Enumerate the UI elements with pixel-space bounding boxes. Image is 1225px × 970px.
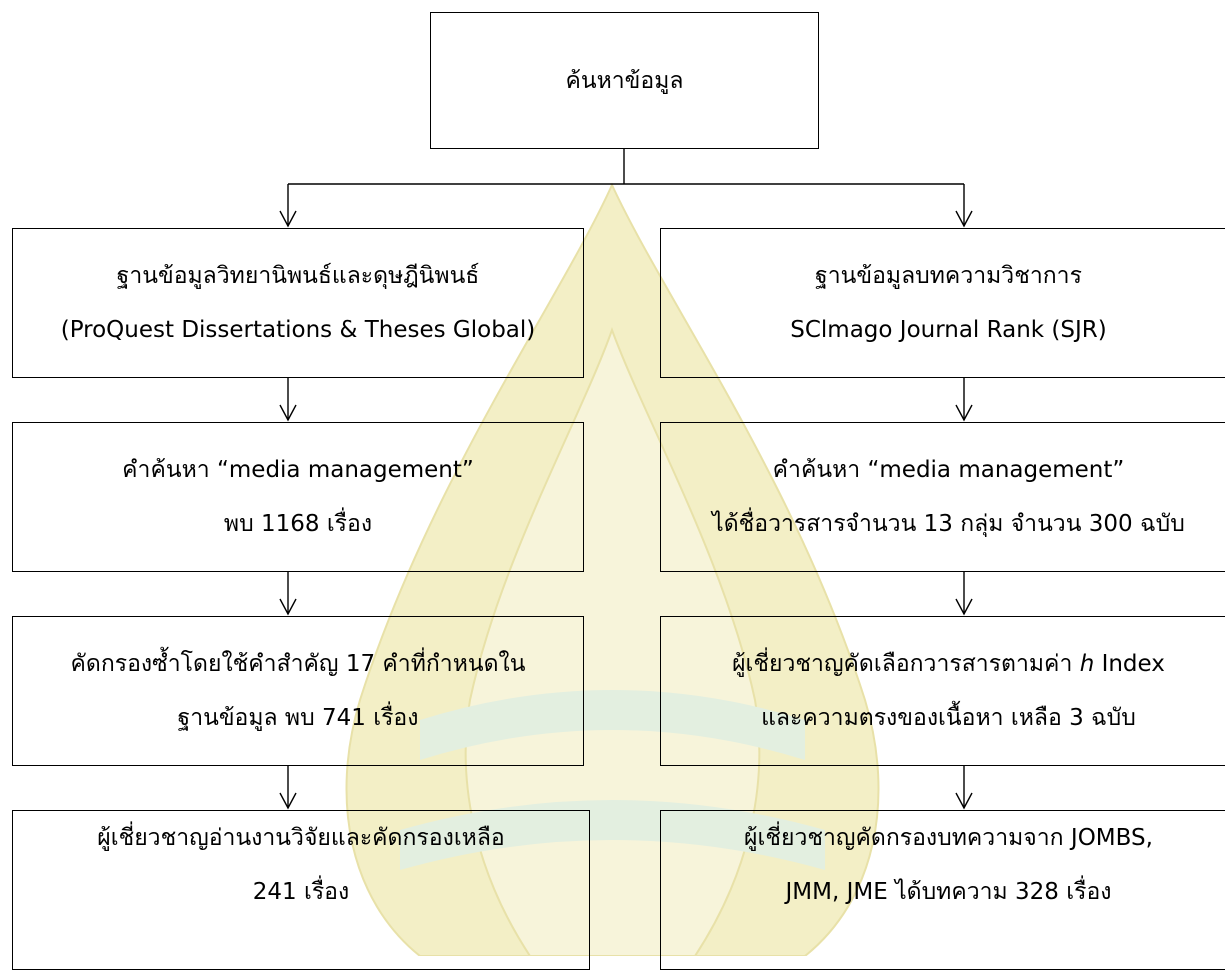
left-box-4: ผู้เชี่ยวชาญอ่านงานวิจัยและคัดกรองเหลือ … [12,810,590,970]
right-box-3: ผู้เชี่ยวชาญคัดเลือกวารสารตามค่า h Index… [660,616,1225,766]
right-box-3-text-b: Index [1094,651,1165,677]
left-box-3-line-1: คัดกรองซ้ำโดยใช้คำสำคัญ 17 คำที่กำหนดใน [70,651,526,677]
left-box-2-line-2: พบ 1168 เรื่อง [223,511,373,537]
arrowhead-left-2 [279,404,297,422]
right-box-4: ผู้เชี่ยวชาญคัดกรองบทความจาก JOMBS, JMM,… [660,810,1225,970]
right-box-3-line-1: ผู้เชี่ยวชาญคัดเลือกวารสารตามค่า h Index [732,637,1165,691]
arrowhead-right-2 [955,404,973,422]
arrowhead-right-1 [955,210,973,228]
arrowhead-right-3 [955,598,973,616]
right-box-4-line-2: JMM, JME ได้บทความ 328 เรื่อง [785,879,1112,905]
arrowhead-left-1 [279,210,297,228]
right-box-2-line-2: ได้ชื่อวารสารจำนวน 13 กลุ่ม จำนวน 300 ฉบ… [712,511,1185,537]
left-box-3: คัดกรองซ้ำโดยใช้คำสำคัญ 17 คำที่กำหนดใน … [12,616,584,766]
left-box-4-line-2: 241 เรื่อง [252,879,350,905]
left-box-2-line-1: คำค้นหา “media management” [122,457,474,483]
left-box-2: คำค้นหา “media management” พบ 1168 เรื่อ… [12,422,584,572]
right-box-1-line-2: SClmago Journal Rank (SJR) [790,317,1107,343]
arrowhead-left-3 [279,598,297,616]
right-box-1-line-1: ฐานข้อมูลบทความวิชาการ [815,263,1082,289]
arrowhead-right-4 [955,792,973,810]
root-label: ค้นหาข้อมูล [565,67,684,94]
left-box-1-line-2: (ProQuest Dissertations & Theses Global) [60,317,536,343]
right-box-1: ฐานข้อมูลบทความวิชาการ SClmago Journal R… [660,228,1225,378]
left-box-3-line-2: ฐานข้อมูล พบ 741 เรื่อง [177,705,419,731]
arrowhead-left-4 [279,792,297,810]
left-box-1-line-1: ฐานข้อมูลวิทยานิพนธ์และดุษฎีนิพนธ์ [116,263,480,289]
right-box-2: คำค้นหา “media management” ได้ชื่อวารสาร… [660,422,1225,572]
right-box-3-line-2: และความตรงของเนื้อหา เหลือ 3 ฉบับ [761,705,1136,731]
root-box: ค้นหาข้อมูล [430,12,819,149]
right-box-2-line-1: คำค้นหา “media management” [772,457,1125,483]
left-box-4-line-1: ผู้เชี่ยวชาญอ่านงานวิจัยและคัดกรองเหลือ [97,825,505,851]
right-box-3-h-symbol: h [1079,651,1095,677]
right-box-4-line-1: ผู้เชี่ยวชาญคัดกรองบทความจาก JOMBS, [744,825,1153,851]
left-box-1: ฐานข้อมูลวิทยานิพนธ์และดุษฎีนิพนธ์ (ProQ… [12,228,584,378]
right-box-3-text-a: ผู้เชี่ยวชาญคัดเลือกวารสารตามค่า [732,651,1080,677]
